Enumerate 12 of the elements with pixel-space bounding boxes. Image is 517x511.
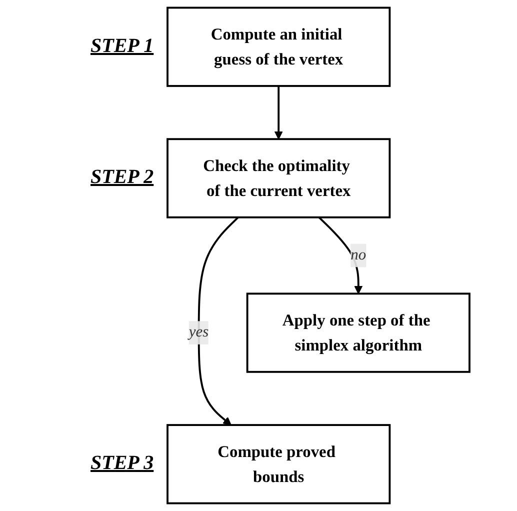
step-label: STEP 2: [90, 166, 154, 190]
edge-label: yes: [188, 324, 209, 341]
node-box: Compute an initial guess of the vertex: [166, 6, 391, 87]
node-box: Apply one step of the simplex algorithm: [246, 292, 470, 373]
arrow: [274, 86, 283, 140]
step-label: STEP 3: [90, 452, 154, 476]
step-label: STEP 1: [90, 34, 154, 58]
arrow: [198, 216, 239, 426]
node-box: Check the optimality of the current vertex: [166, 138, 391, 218]
edge-label: no: [350, 246, 366, 264]
arrow: [318, 216, 363, 294]
node-box: Compute proved bounds: [166, 424, 391, 504]
